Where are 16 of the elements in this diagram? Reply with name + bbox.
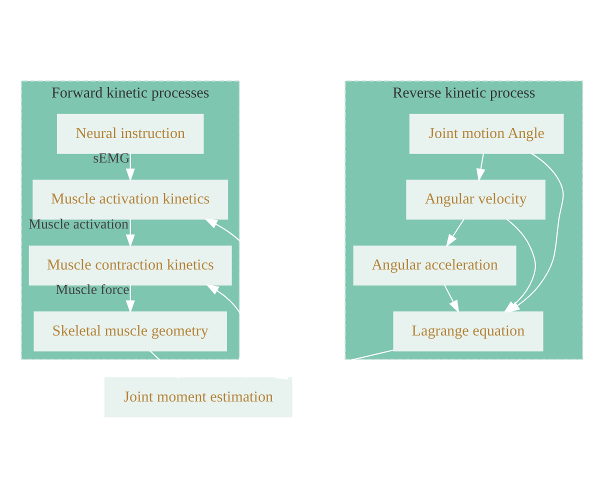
node-box: Lagrange equation bbox=[393, 310, 544, 351]
node-box: Muscle activation kinetics bbox=[32, 179, 228, 220]
arrow bbox=[274, 349, 394, 380]
node-box: Angular acceleration bbox=[353, 245, 516, 286]
arrow bbox=[126, 284, 135, 313]
node-box: Joint motion Angle bbox=[409, 113, 564, 154]
arrow bbox=[446, 218, 464, 247]
arrow bbox=[150, 350, 180, 378]
node-box: Skeletal muscle geometry bbox=[34, 310, 227, 351]
node-box: Muscle contraction kinetics bbox=[28, 245, 232, 286]
node-box: Angular velocity bbox=[406, 179, 546, 220]
arrow bbox=[476, 152, 486, 182]
arrow bbox=[126, 218, 135, 247]
arrow bbox=[126, 152, 135, 182]
arrow bbox=[444, 284, 460, 313]
node-box: Neural instruction bbox=[56, 113, 204, 154]
